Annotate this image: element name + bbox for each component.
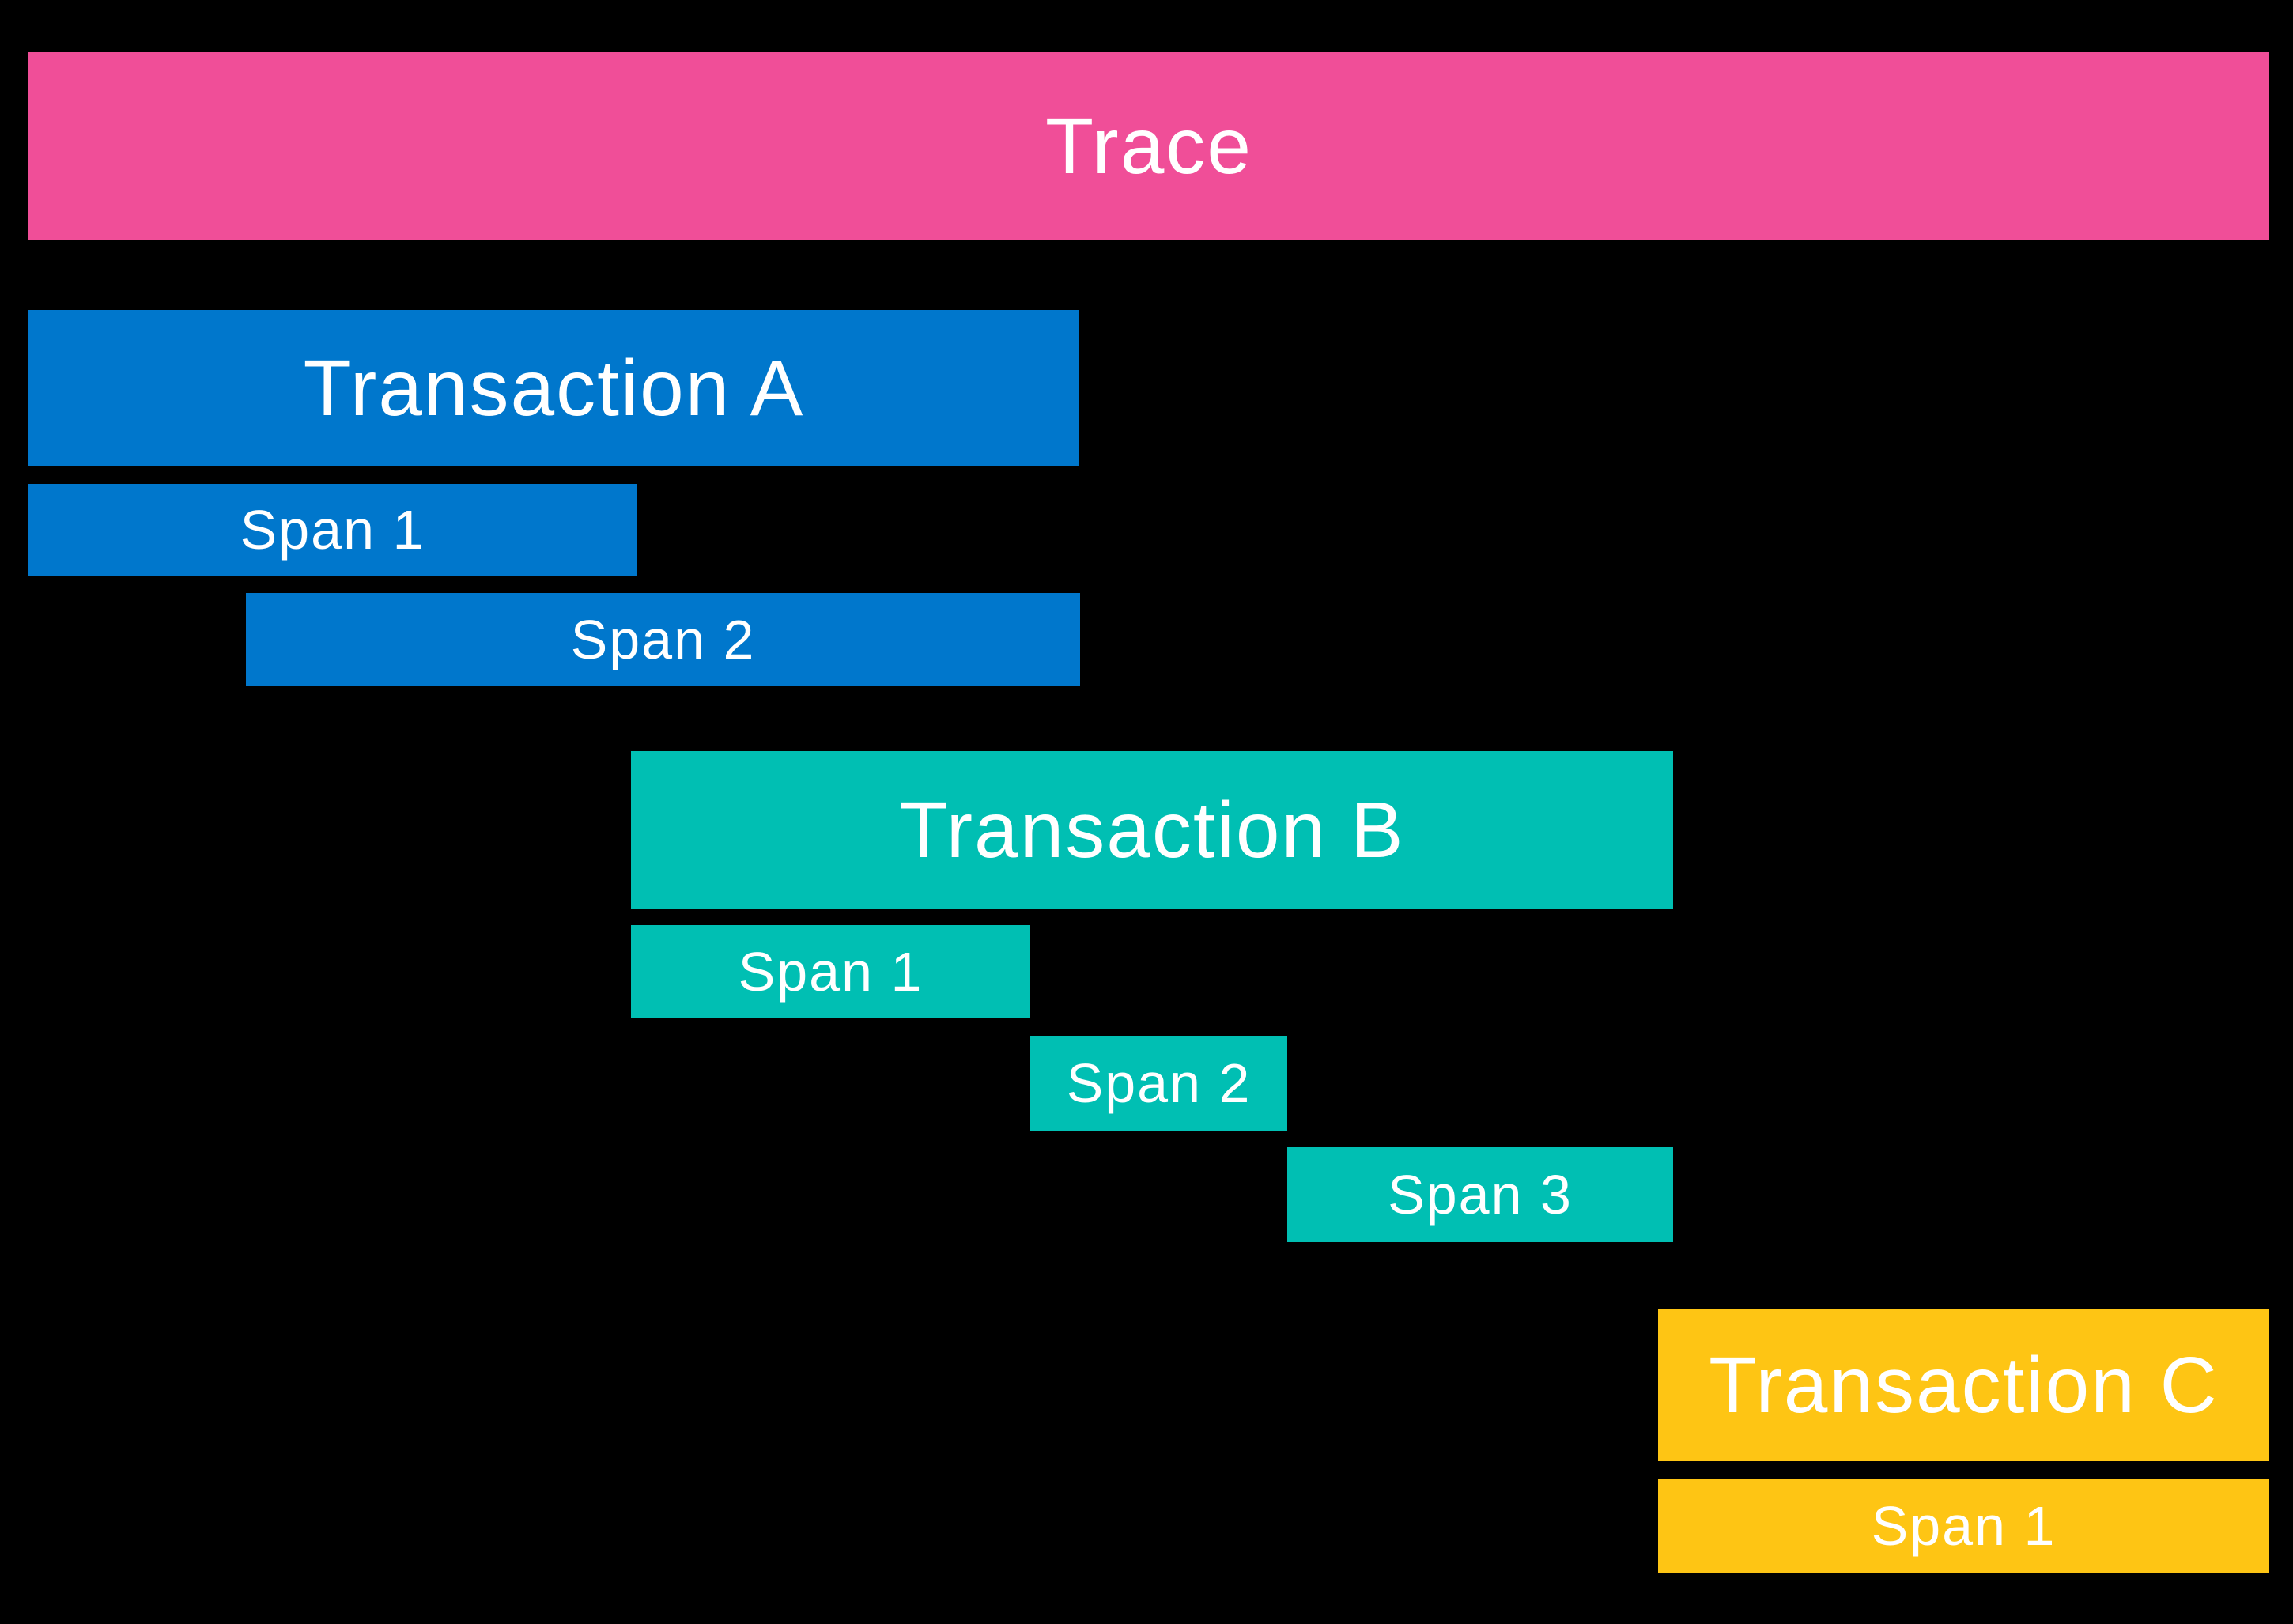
trace-label: Trace [1045,102,1252,191]
transaction-b-span-2-bar: Span 2 [1030,1036,1287,1131]
transaction-a-span-1-bar: Span 1 [28,484,637,576]
transaction-b-span-1-bar: Span 1 [631,925,1030,1018]
trace-bar: Trace [28,52,2269,240]
transaction-b-bar: Transaction B [631,751,1673,909]
transaction-a-span-2-bar: Span 2 [246,593,1080,686]
transaction-b-span-3-bar: Span 3 [1287,1147,1673,1242]
transaction-a-bar: Transaction A [28,310,1079,466]
transaction-c-bar: Transaction C [1658,1309,2269,1461]
transaction-c-label: Transaction C [1709,1340,2219,1429]
transaction-b-span-3-label: Span 3 [1388,1164,1573,1226]
transaction-b-span-1-label: Span 1 [738,941,924,1003]
transaction-a-label: Transaction A [303,344,805,432]
transaction-a-span-1-label: Span 1 [240,499,425,561]
transaction-a-span-2-label: Span 2 [570,609,756,670]
transaction-c-span-1-bar: Span 1 [1658,1479,2269,1573]
transaction-b-label: Transaction B [899,786,1405,874]
transaction-c-span-1-label: Span 1 [1871,1495,2057,1557]
transaction-b-span-2-label: Span 2 [1066,1052,1252,1114]
